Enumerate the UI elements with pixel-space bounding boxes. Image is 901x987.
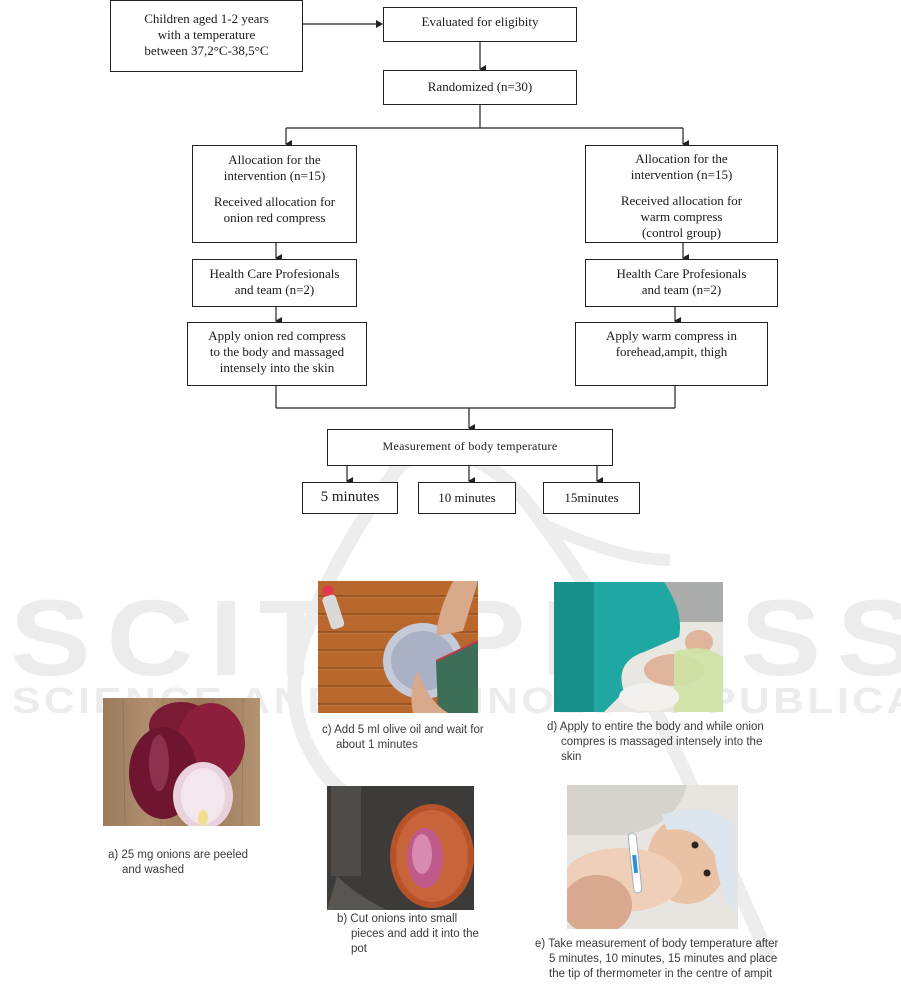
team-line: and team (n=2) — [641, 282, 722, 297]
eligibility-box: Evaluated for eligibity — [383, 7, 577, 42]
control-procedure-box: Apply warm compress in forehead,ampit, t… — [575, 322, 768, 386]
allocation-line: onion red compress — [223, 210, 326, 225]
allocation-line: Allocation for the — [228, 152, 321, 167]
procedure-line: Apply onion red compress — [208, 328, 346, 343]
measurement-label: Measurement of body temperature — [382, 439, 558, 453]
flowchart-connectors — [275, 20, 689, 485]
caption-line: e) Take measurement of body temperature … — [535, 938, 779, 950]
allocation-line: (control group) — [641, 225, 722, 240]
procedure-line: forehead,ampit, thigh — [615, 344, 728, 359]
procedure-line: intensely into the skin — [219, 360, 335, 375]
team-line: and team (n=2) — [234, 282, 315, 297]
caption-line: pot — [351, 943, 367, 955]
step-b-caption: b) Cut onions into small pieces and add … — [337, 912, 507, 957]
allocation-line: warm compress — [640, 209, 723, 224]
allocation-line: intervention (n=15) — [630, 167, 733, 182]
timepoint-5-minutes-box: 5 minutes — [302, 482, 398, 514]
step-e-caption: e) Take measurement of body temperature … — [535, 937, 805, 982]
applying-compress-to-child-photo — [554, 582, 723, 712]
caption-line: a) 25 mg onions are peeled — [108, 849, 249, 861]
caption-line: 5 minutes, 10 minutes, 15 minutes and pl… — [549, 953, 778, 965]
caption-line: skin — [561, 751, 582, 763]
inclusion-criteria-box: Children aged 1-2 years with a temperatu… — [110, 0, 303, 72]
team-line: Health Care Profesionals — [616, 266, 747, 281]
step-c-caption: c) Add 5 ml olive oil and wait for about… — [322, 723, 502, 753]
procedure-line: to the body and massaged — [209, 344, 345, 359]
timepoint-label: 5 minutes — [320, 489, 380, 505]
timepoint-10-minutes-box: 10 minutes — [418, 482, 516, 514]
timepoint-label: 10 minutes — [438, 490, 496, 505]
caption-line: pieces and add it into the — [351, 928, 479, 940]
red-onions-photo — [103, 698, 260, 826]
caption-line: d) Apply to entire the body and while on… — [547, 721, 764, 733]
allocation-line: Received allocation for — [213, 194, 336, 209]
caption-line: compres is massaged intensely into the — [561, 736, 763, 748]
step-d-caption: d) Apply to entire the body and while on… — [547, 720, 777, 765]
chopped-onions-in-pot-photo — [327, 786, 474, 910]
allocation-line: Received allocation for — [620, 193, 743, 208]
randomized-box: Randomized (n=30) — [383, 70, 577, 105]
control-allocation-box: Allocation for the intervention (n=15) R… — [585, 145, 778, 243]
allocation-line: Allocation for the — [635, 151, 728, 166]
measurement-box: Measurement of body temperature — [327, 429, 613, 466]
step-a-caption: a) 25 mg onions are peeled and washed — [108, 848, 288, 878]
adding-olive-oil-photo — [318, 581, 478, 713]
eligibility-label: Evaluated for eligibity — [421, 14, 539, 29]
caption-line: and washed — [122, 864, 185, 876]
caption-line: the tip of thermometer in the centre of … — [549, 968, 773, 980]
allocation-line: intervention (n=15) — [223, 168, 326, 183]
team-line: Health Care Profesionals — [209, 266, 340, 281]
inclusion-line: with a temperature — [157, 27, 256, 42]
baby-with-thermometer-photo — [567, 785, 738, 929]
caption-line: c) Add 5 ml olive oil and wait for — [322, 724, 484, 736]
inclusion-line: Children aged 1-2 years — [144, 11, 269, 26]
caption-line: about 1 minutes — [336, 739, 418, 751]
timepoint-15-minutes-box: 15minutes — [543, 482, 640, 514]
randomized-label: Randomized (n=30) — [427, 79, 533, 94]
intervention-procedure-box: Apply onion red compress to the body and… — [187, 322, 367, 386]
inclusion-line: between 37,2°C-38,5°C — [144, 43, 269, 58]
control-team-box: Health Care Profesionals and team (n=2) — [585, 259, 778, 307]
intervention-team-box: Health Care Profesionals and team (n=2) — [192, 259, 357, 307]
caption-line: b) Cut onions into small — [337, 913, 458, 925]
procedure-line: Apply warm compress in — [605, 328, 738, 343]
timepoint-label: 15minutes — [564, 490, 619, 505]
intervention-allocation-box: Allocation for the intervention (n=15) R… — [192, 145, 357, 243]
